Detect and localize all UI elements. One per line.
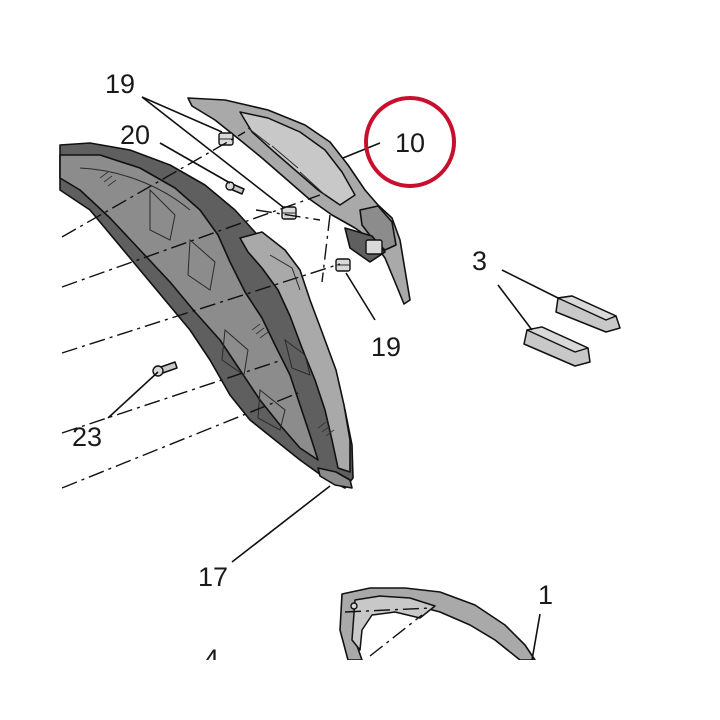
- screw-20: [225, 181, 245, 195]
- leader-lines: [107, 96, 561, 661]
- assembly-axes: [61, 131, 431, 657]
- fastener-19-top: [218, 132, 234, 146]
- fastener-19-mid: [335, 258, 351, 272]
- highlight-circle: [364, 96, 456, 188]
- part-10-trim-cover: [187, 97, 411, 305]
- bottom-mask: [0, 660, 720, 720]
- callout-10: 10: [395, 128, 425, 158]
- part-3-pads: [523, 295, 621, 367]
- callout-20: 20: [120, 120, 150, 150]
- callout-19-mid: 19: [371, 332, 401, 362]
- part-1-lower-panel: [339, 587, 536, 661]
- fastener-19-upper: [281, 206, 297, 220]
- part-17-inner-bracket: [59, 142, 354, 489]
- callout-23: 23: [72, 422, 102, 452]
- callout-17: 17: [198, 562, 228, 592]
- callout-3: 3: [472, 246, 487, 276]
- callout-1: 1: [538, 580, 553, 610]
- callout-19-top: 19: [105, 69, 135, 99]
